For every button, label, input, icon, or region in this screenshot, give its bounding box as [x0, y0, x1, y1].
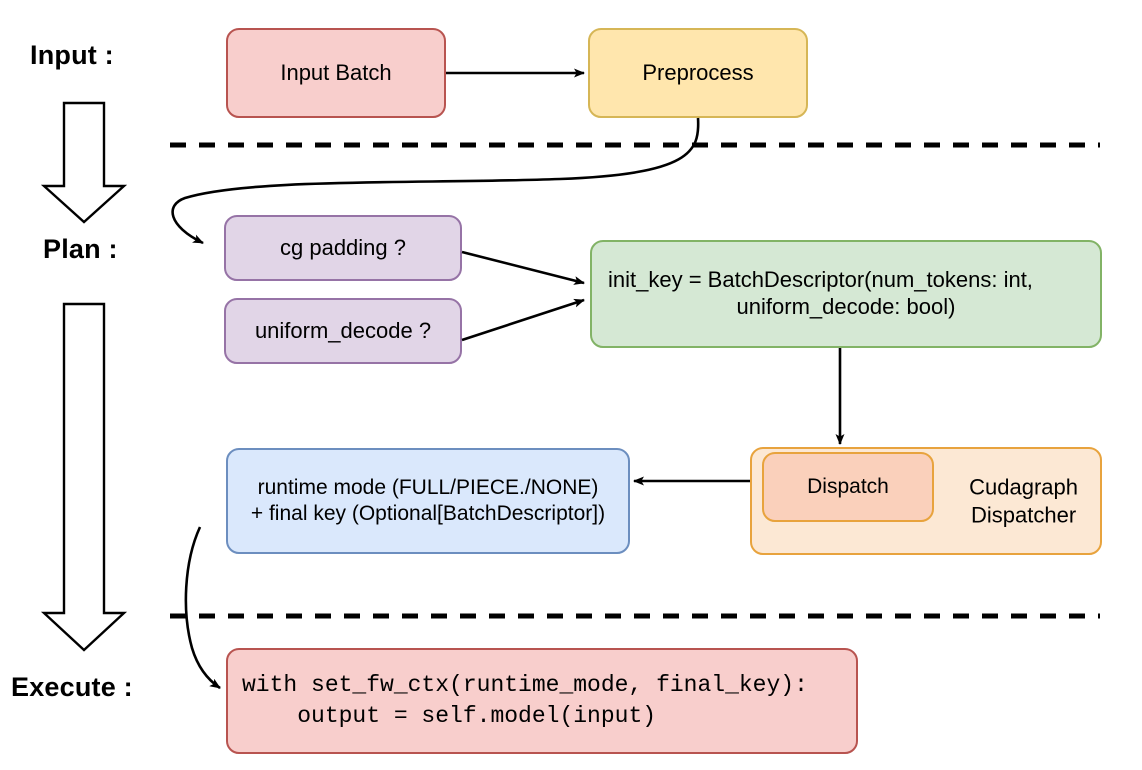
node-init-key[interactable]: init_key = BatchDescriptor(num_tokens: i…: [590, 240, 1102, 348]
wire-uniformdecode-to-initkey: [461, 298, 585, 342]
wire-runtimemode-to-code: [184, 526, 221, 690]
node-execute-code[interactable]: with set_fw_ctx(runtime_mode, final_key)…: [226, 648, 858, 754]
node-input-batch[interactable]: Input Batch: [226, 28, 446, 118]
node-uniform-decode-label: uniform_decode ?: [254, 317, 432, 343]
node-cudagraph-dispatcher-line1: Cudagraph: [969, 474, 1078, 500]
node-uniform-decode[interactable]: uniform_decode ?: [224, 298, 462, 364]
node-runtime-mode-line2: + final key (Optional[BatchDescriptor]): [250, 502, 606, 525]
node-cg-padding-label: cg padding ?: [280, 234, 406, 260]
node-init-key-line2: uniform_decode: bool): [736, 294, 956, 319]
lane-label-input: Input :: [30, 40, 114, 70]
node-dispatch[interactable]: Dispatch: [762, 452, 934, 522]
wire-cgpadding-to-initkey: [461, 250, 585, 285]
lane-label-execute: Execute :: [11, 672, 133, 702]
node-init-key-line1: init_key = BatchDescriptor(num_tokens: i…: [608, 267, 1033, 293]
stage-arrow-plan-to-execute: [40, 302, 128, 652]
lane-label-plan: Plan :: [43, 234, 118, 264]
stage-arrow-input-to-plan: [40, 101, 128, 224]
node-dispatch-label: Dispatch: [807, 475, 889, 499]
node-preprocess-label: Preprocess: [642, 59, 754, 85]
node-cg-padding[interactable]: cg padding ?: [224, 215, 462, 281]
code-line-1: with set_fw_ctx(runtime_mode, final_key)…: [242, 672, 808, 699]
node-runtime-mode-line1: runtime mode (FULL/PIECE./NONE): [257, 476, 599, 500]
node-input-batch-label: Input Batch: [280, 59, 392, 85]
node-preprocess[interactable]: Preprocess: [588, 28, 808, 118]
node-runtime-mode[interactable]: runtime mode (FULL/PIECE./NONE) + final …: [226, 448, 630, 554]
node-cudagraph-dispatcher-line2: Dispatcher: [970, 502, 1077, 527]
code-line-2: output = self.model(input): [242, 703, 657, 729]
